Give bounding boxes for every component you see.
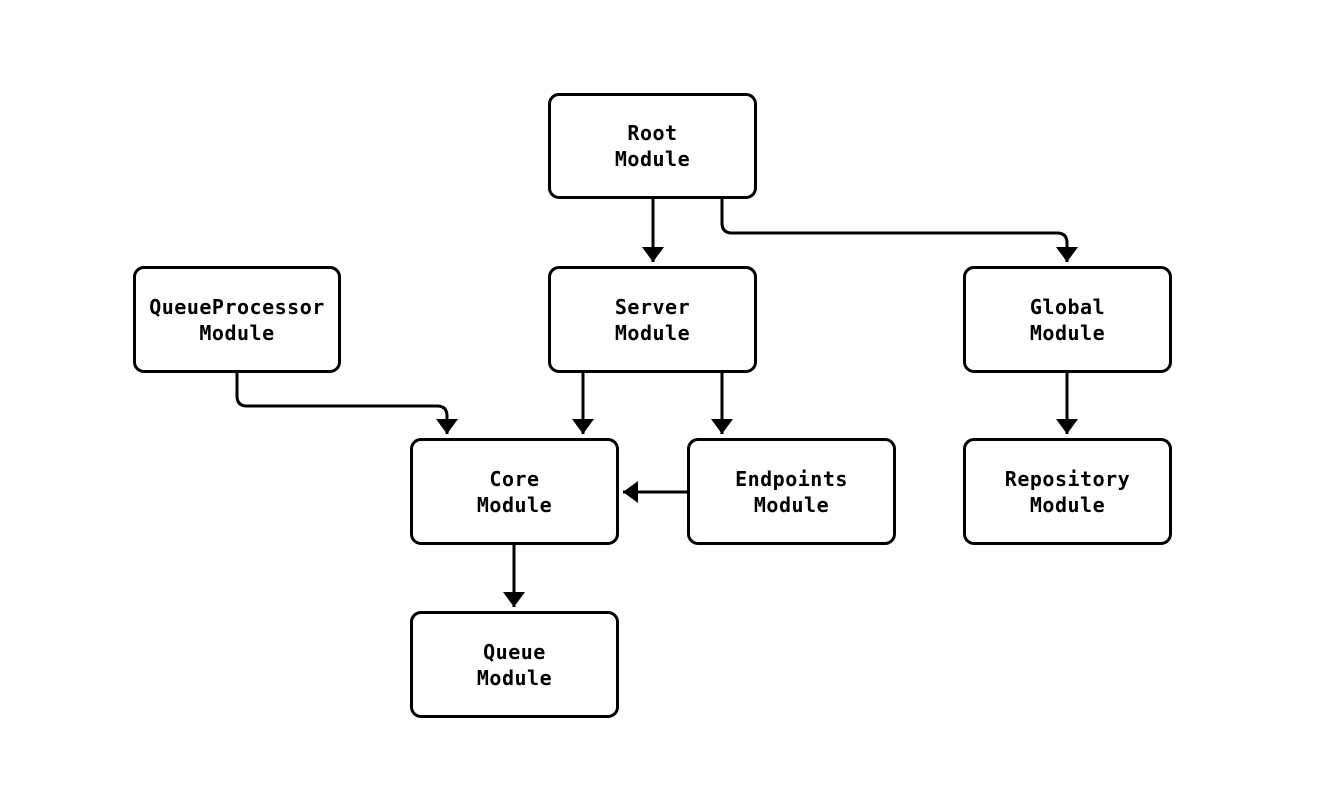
node-label-repository-module: Repository Module — [1004, 466, 1131, 517]
node-root-module: Root Module — [548, 93, 757, 199]
node-queue-module: Queue Module — [410, 611, 619, 718]
node-label-root-module: Root Module — [614, 121, 691, 171]
node-endpoints-module: Endpoints Module — [687, 438, 896, 545]
edge-queueprocessor-to-core — [235, 373, 458, 434]
node-repository-module: Repository Module — [963, 438, 1172, 545]
node-queueprocessor-module: QueueProcessor Module — [133, 266, 341, 373]
node-global-module: Global Module — [963, 266, 1172, 373]
edge-root-to-global — [720, 198, 1078, 262]
node-label-core-module: Core Module — [476, 466, 553, 517]
node-label-global-module: Global Module — [1029, 294, 1106, 345]
node-server-module: Server Module — [548, 266, 757, 373]
node-core-module: Core Module — [410, 438, 619, 545]
node-label-endpoints-module: Endpoints Module — [735, 466, 848, 517]
node-label-server-module: Server Module — [614, 294, 691, 345]
node-label-queue-module: Queue Module — [476, 639, 553, 690]
node-label-queueprocessor-module: QueueProcessor Module — [149, 294, 325, 345]
